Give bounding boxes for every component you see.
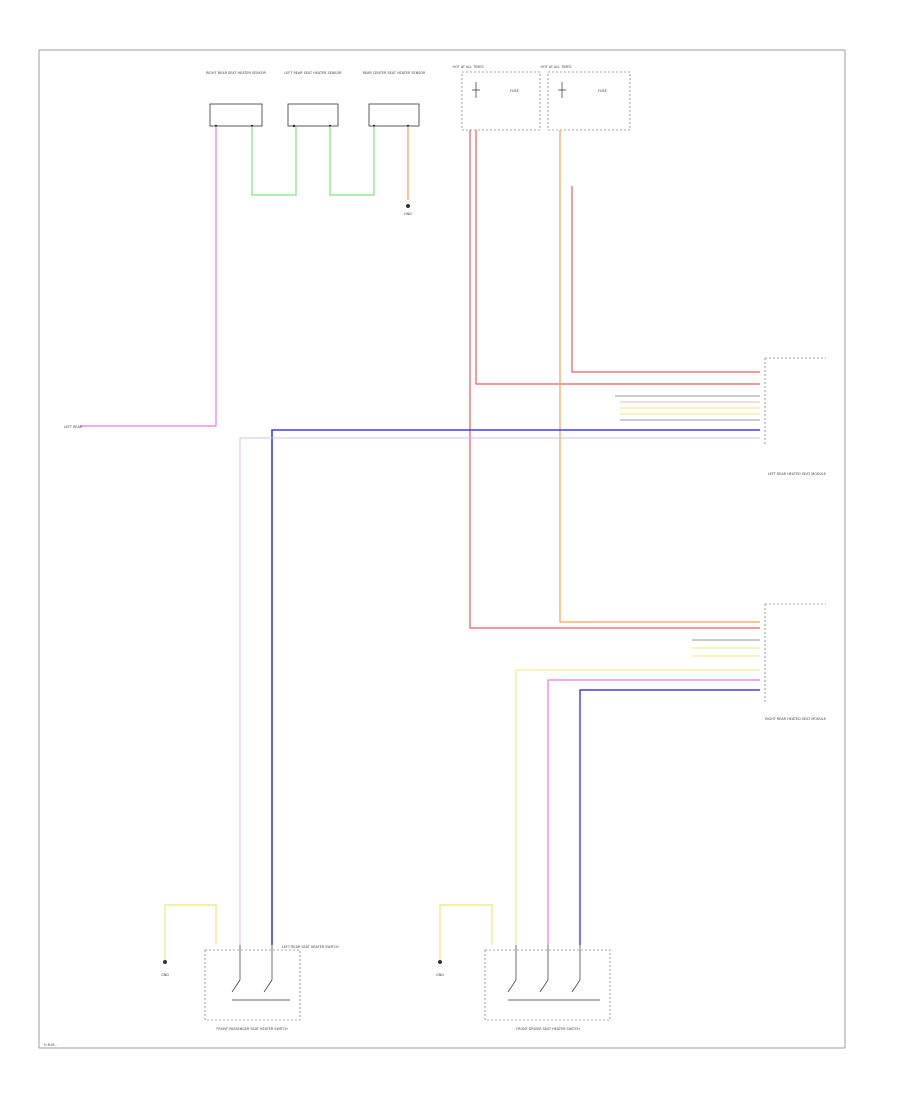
diagram-frame (38, 49, 846, 1049)
orange-wire-a (571, 186, 760, 373)
left-signal-label: LEFT REAR (64, 425, 83, 429)
orange-wire-b (559, 130, 760, 623)
sensor-box-3 (368, 103, 420, 127)
ground-top-label: GND (404, 212, 412, 216)
fuse-label-right: FUSE (598, 89, 607, 93)
switch-right-contacts (507, 945, 600, 1001)
switch-left-contacts (231, 945, 290, 1001)
hot-label-left: HOT AT ALL TIMES (452, 65, 483, 69)
upper-module: LEFT REAR HEATED SEAT MODULE (764, 357, 826, 476)
pink-switch-wire (547, 679, 760, 945)
hot-label-right: HOT AT ALL TIMES (540, 65, 571, 69)
sensor-label-1: RIGHT REAR SEAT HEATER SENSOR (206, 71, 266, 75)
right-yellow-loop (439, 904, 493, 960)
sensor-label-3: REAR CENTER SEAT HEATER SENSOR (363, 71, 426, 75)
pin (292, 124, 296, 128)
sensor-box-2 (287, 103, 339, 127)
ground-icon (406, 204, 410, 208)
yellow-switch-wire (515, 669, 760, 945)
sensor-group: RIGHT REAR SEAT HEATER SENSOR LEFT REAR … (206, 71, 426, 128)
lower-module-label: RIGHT REAR HEATED SEAT MODULE (765, 717, 826, 721)
left-yellow-loop (164, 904, 217, 960)
red-wire-a (475, 130, 760, 385)
lower-module-outline (764, 603, 826, 702)
violet-wire (239, 437, 760, 945)
fuse-box-left (461, 71, 541, 131)
green-sensor-wires (251, 126, 375, 196)
switch-left-note: LEFT REAR SEAT HEATER SWITCH (282, 945, 339, 949)
lower-module: RIGHT REAR HEATED SEAT MODULE (764, 603, 826, 721)
ground-left-label: GND (161, 973, 169, 977)
fuse-right-group: HOT AT ALL TIMES FUSE (540, 65, 631, 131)
switch-right: FRONT DRIVER SEAT HEATER SWITCH (484, 945, 611, 1031)
switch-left-label: FRONT PASSENGER SEAT HEATER SWITCH (216, 1027, 288, 1031)
fuse-symbol-left (472, 82, 480, 98)
blue-wire (271, 429, 760, 945)
switch-right-label: FRONT DRIVER SEAT HEATER SWITCH (516, 1027, 580, 1031)
fuse-left-group: HOT AT ALL TIMES FUSE (452, 65, 541, 131)
ground-right-label: GND (436, 973, 444, 977)
fuse-symbol-right (558, 82, 566, 98)
ground-right-icon (438, 960, 442, 964)
pink-wire (80, 126, 217, 427)
page-ref: H-R-M... (44, 1043, 57, 1047)
blue-switch-wire (579, 689, 760, 945)
switch-left-box (204, 949, 301, 1021)
switch-left: FRONT PASSENGER SEAT HEATER SWITCH LEFT … (204, 945, 339, 1031)
upper-module-label: LEFT REAR HEATED SEAT MODULE (768, 472, 826, 476)
sensor-box-1 (209, 103, 263, 127)
red-wire-b (469, 130, 760, 629)
upper-module-wires (615, 395, 760, 421)
fuse-box-right (547, 71, 631, 131)
sensor-label-2: LEFT REAR SEAT HEATER SENSOR (284, 71, 342, 75)
fuse-label-left: FUSE (510, 89, 519, 93)
ground-left-icon (163, 960, 167, 964)
upper-module-outline (764, 357, 826, 445)
switch-right-box (484, 949, 611, 1021)
lower-module-wires (692, 639, 760, 657)
